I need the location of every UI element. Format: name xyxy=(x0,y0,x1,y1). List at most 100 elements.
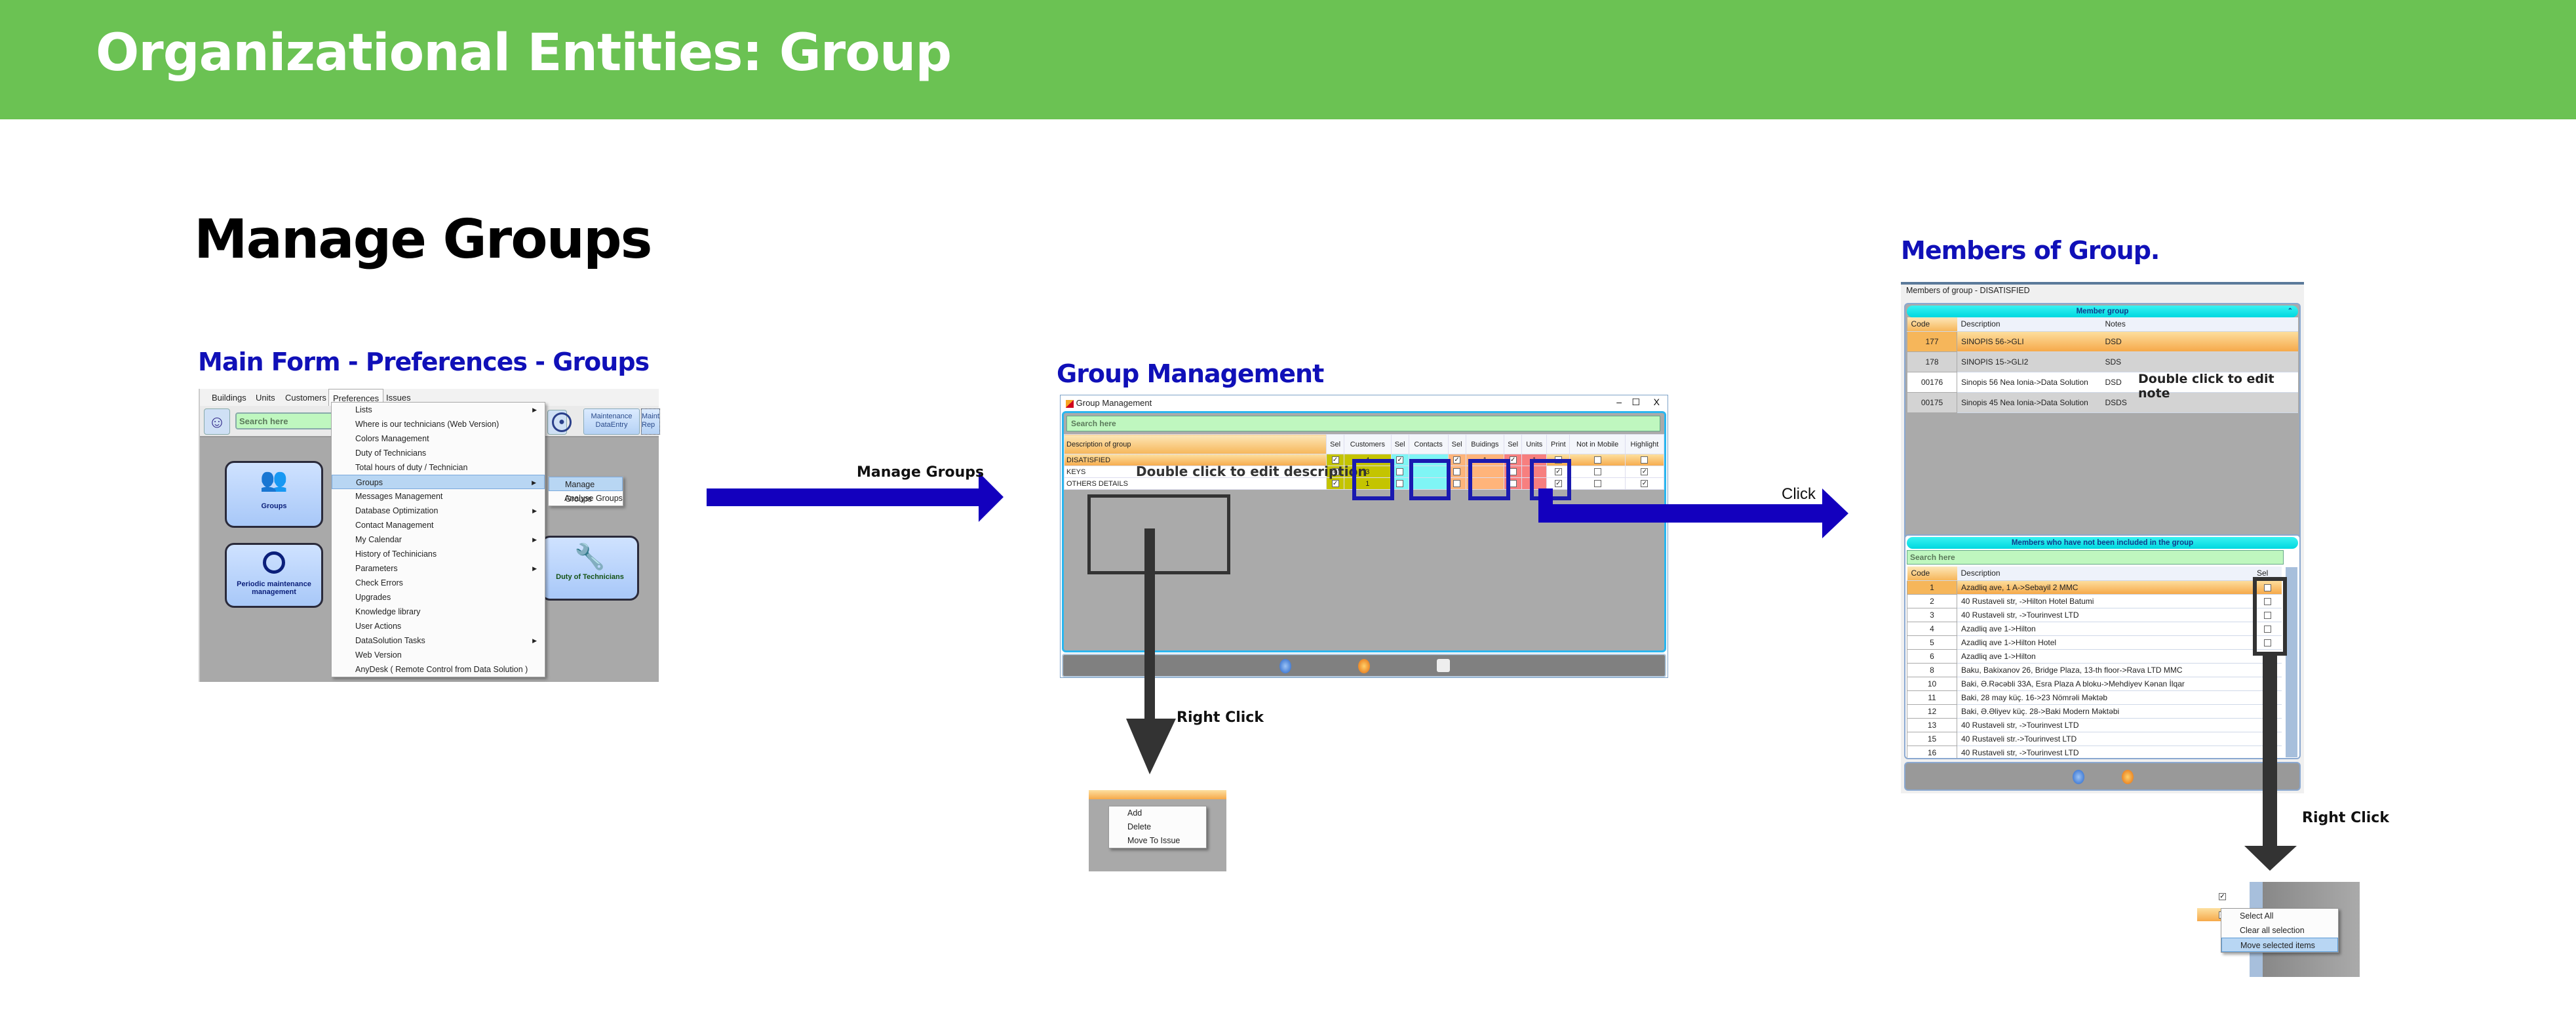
check-icon[interactable] xyxy=(1279,659,1291,673)
column-header[interactable]: Sel xyxy=(1447,434,1466,454)
ctx-select-all[interactable]: Select All xyxy=(2240,911,2274,921)
column-header[interactable]: Customers xyxy=(1344,434,1392,454)
sel-checkbox[interactable] xyxy=(2253,635,2282,650)
buildings-count[interactable] xyxy=(1465,477,1505,490)
sel2-checkbox[interactable]: ✓ xyxy=(1390,454,1409,466)
group-description[interactable]: OTHERS DETAILS xyxy=(1064,477,1327,490)
maximize-button[interactable]: ☐ xyxy=(1631,397,1640,407)
column-header[interactable]: Description of group xyxy=(1064,434,1327,454)
minimize-button[interactable]: – xyxy=(1616,397,1622,407)
submenu-manage-groups[interactable]: Manage Groups xyxy=(549,477,623,504)
search-input[interactable]: Search here xyxy=(1907,550,2284,565)
member-notes[interactable]: SDS xyxy=(2101,351,2298,372)
collapse-icon[interactable]: ⌃ xyxy=(2287,308,2293,315)
member-notes[interactable]: DSDS xyxy=(2101,392,2298,413)
menu-item-check-errors[interactable]: Check Errors xyxy=(355,578,403,587)
sel1-checkbox[interactable]: ✓ xyxy=(1325,454,1345,466)
submenu-analyse-groups[interactable]: Analyse Groups xyxy=(564,494,623,503)
menu-item-database-optimization[interactable]: Database Optimization▶ xyxy=(332,504,545,518)
sel-checkbox[interactable] xyxy=(2253,594,2282,608)
scrollbar[interactable] xyxy=(2286,567,2297,757)
ctx-delete[interactable]: Delete xyxy=(1127,822,1152,831)
not-in-mobile-checkbox[interactable] xyxy=(1569,454,1626,466)
menu-item-history-of-techinicians[interactable]: History of Techinicians xyxy=(355,549,437,559)
menu-item-parameters[interactable]: Parameters▶ xyxy=(332,561,545,576)
column-header[interactable]: Print xyxy=(1546,434,1571,454)
search-input[interactable]: Search here xyxy=(235,412,334,429)
menu-item-messages-management[interactable]: Messages Management xyxy=(355,492,443,501)
column-header[interactable]: Sel xyxy=(1390,434,1409,454)
sel1-checkbox[interactable]: ✓ xyxy=(1325,477,1345,490)
ctx-move-to-issue[interactable]: Move To Issue xyxy=(1127,836,1181,845)
menu-issues[interactable]: Issues xyxy=(386,393,411,403)
menu-item-lists[interactable]: Lists▶ xyxy=(332,403,545,417)
column-header[interactable]: Code xyxy=(1907,567,1957,581)
sel2-checkbox[interactable] xyxy=(1390,477,1409,490)
tile-groups[interactable]: 👥 Groups xyxy=(225,461,323,528)
menu-item-anydesk-remote-control-from-data-solution[interactable]: AnyDesk ( Remote Control from Data Solut… xyxy=(355,665,528,674)
menu-item-upgrades[interactable]: Upgrades xyxy=(355,593,391,602)
column-header[interactable]: Highlight xyxy=(1624,434,1665,454)
menu-item-contact-management[interactable]: Contact Management xyxy=(355,521,434,530)
sel-checkbox[interactable] xyxy=(2253,580,2282,595)
member-notes[interactable]: DSD xyxy=(2101,372,2298,393)
edit-icon[interactable] xyxy=(2122,770,2134,784)
menu-item-my-calendar[interactable]: My Calendar▶ xyxy=(332,532,545,547)
edit-icon[interactable] xyxy=(1358,659,1370,673)
menu-units[interactable]: Units xyxy=(256,393,275,403)
column-header[interactable]: Contacts xyxy=(1408,434,1449,454)
menu-item-knowledge-library[interactable]: Knowledge library xyxy=(355,607,421,616)
highlight-checkbox[interactable] xyxy=(1624,454,1665,466)
smiley-icon[interactable]: ☺ xyxy=(204,408,230,435)
column-header[interactable]: Description xyxy=(1957,567,2253,581)
tile-duty-technicians[interactable]: 🔧 Duty of Technicians xyxy=(541,536,639,601)
column-header[interactable]: Notes xyxy=(2101,317,2298,332)
column-header[interactable]: Buidings xyxy=(1465,434,1505,454)
menu-item-total-hours-of-duty-technician[interactable]: Total hours of duty / Technician xyxy=(355,463,468,472)
column-header[interactable]: Units xyxy=(1521,434,1548,454)
member-notes[interactable]: DSD xyxy=(2101,331,2298,352)
not-in-mobile-checkbox[interactable] xyxy=(1569,477,1626,490)
sel3-checkbox[interactable] xyxy=(1447,466,1466,478)
search-input[interactable]: Search here xyxy=(1066,416,1660,431)
contacts-count[interactable] xyxy=(1408,477,1449,490)
column-header[interactable]: Description xyxy=(1957,317,2101,332)
ctx-move-selected-items[interactable]: Move selected items xyxy=(2221,938,2338,952)
menu-item-datasolution-tasks[interactable]: DataSolution Tasks▶ xyxy=(332,633,545,648)
menu-buildings[interactable]: Buildings xyxy=(212,393,246,403)
column-header[interactable]: Not in Mobile xyxy=(1569,434,1626,454)
not-in-mobile-checkbox[interactable] xyxy=(1569,466,1626,478)
menu-item-groups[interactable]: Groups▶ xyxy=(332,475,545,489)
units-count[interactable] xyxy=(1521,477,1548,490)
maintenance-report-button[interactable]: Mainte Rep xyxy=(641,408,660,435)
menu-item-colors-management[interactable]: Colors Management xyxy=(355,434,429,443)
sel1-checkbox[interactable]: ✓ xyxy=(1325,466,1345,478)
highlight-checkbox[interactable]: ✓ xyxy=(1624,477,1665,490)
highlight-checkbox[interactable]: ✓ xyxy=(1624,466,1665,478)
ctx-clear-all-selection[interactable]: Clear all selection xyxy=(2240,926,2305,935)
ctx-add[interactable]: Add xyxy=(1127,808,1142,818)
maintenance-dataentry-button[interactable]: Maintenance DataEntry xyxy=(583,408,640,435)
column-header[interactable]: Sel xyxy=(1325,434,1345,454)
column-header[interactable]: Sel xyxy=(1504,434,1523,454)
sel-checkbox[interactable] xyxy=(2253,608,2282,622)
refresh-icon[interactable] xyxy=(2073,770,2084,784)
menu-item-duty-of-technicians[interactable]: Duty of Technicians xyxy=(355,448,427,458)
tile-periodic-maintenance[interactable]: Periodic maintenance management xyxy=(225,543,323,608)
table-row[interactable]: KEYS✓3✓✓ xyxy=(1064,466,1665,478)
menu-item-where-is-our-technicians-web-version[interactable]: Where is our technicians (Web Version) xyxy=(355,420,499,429)
menu-customers[interactable]: Customers xyxy=(285,393,326,403)
